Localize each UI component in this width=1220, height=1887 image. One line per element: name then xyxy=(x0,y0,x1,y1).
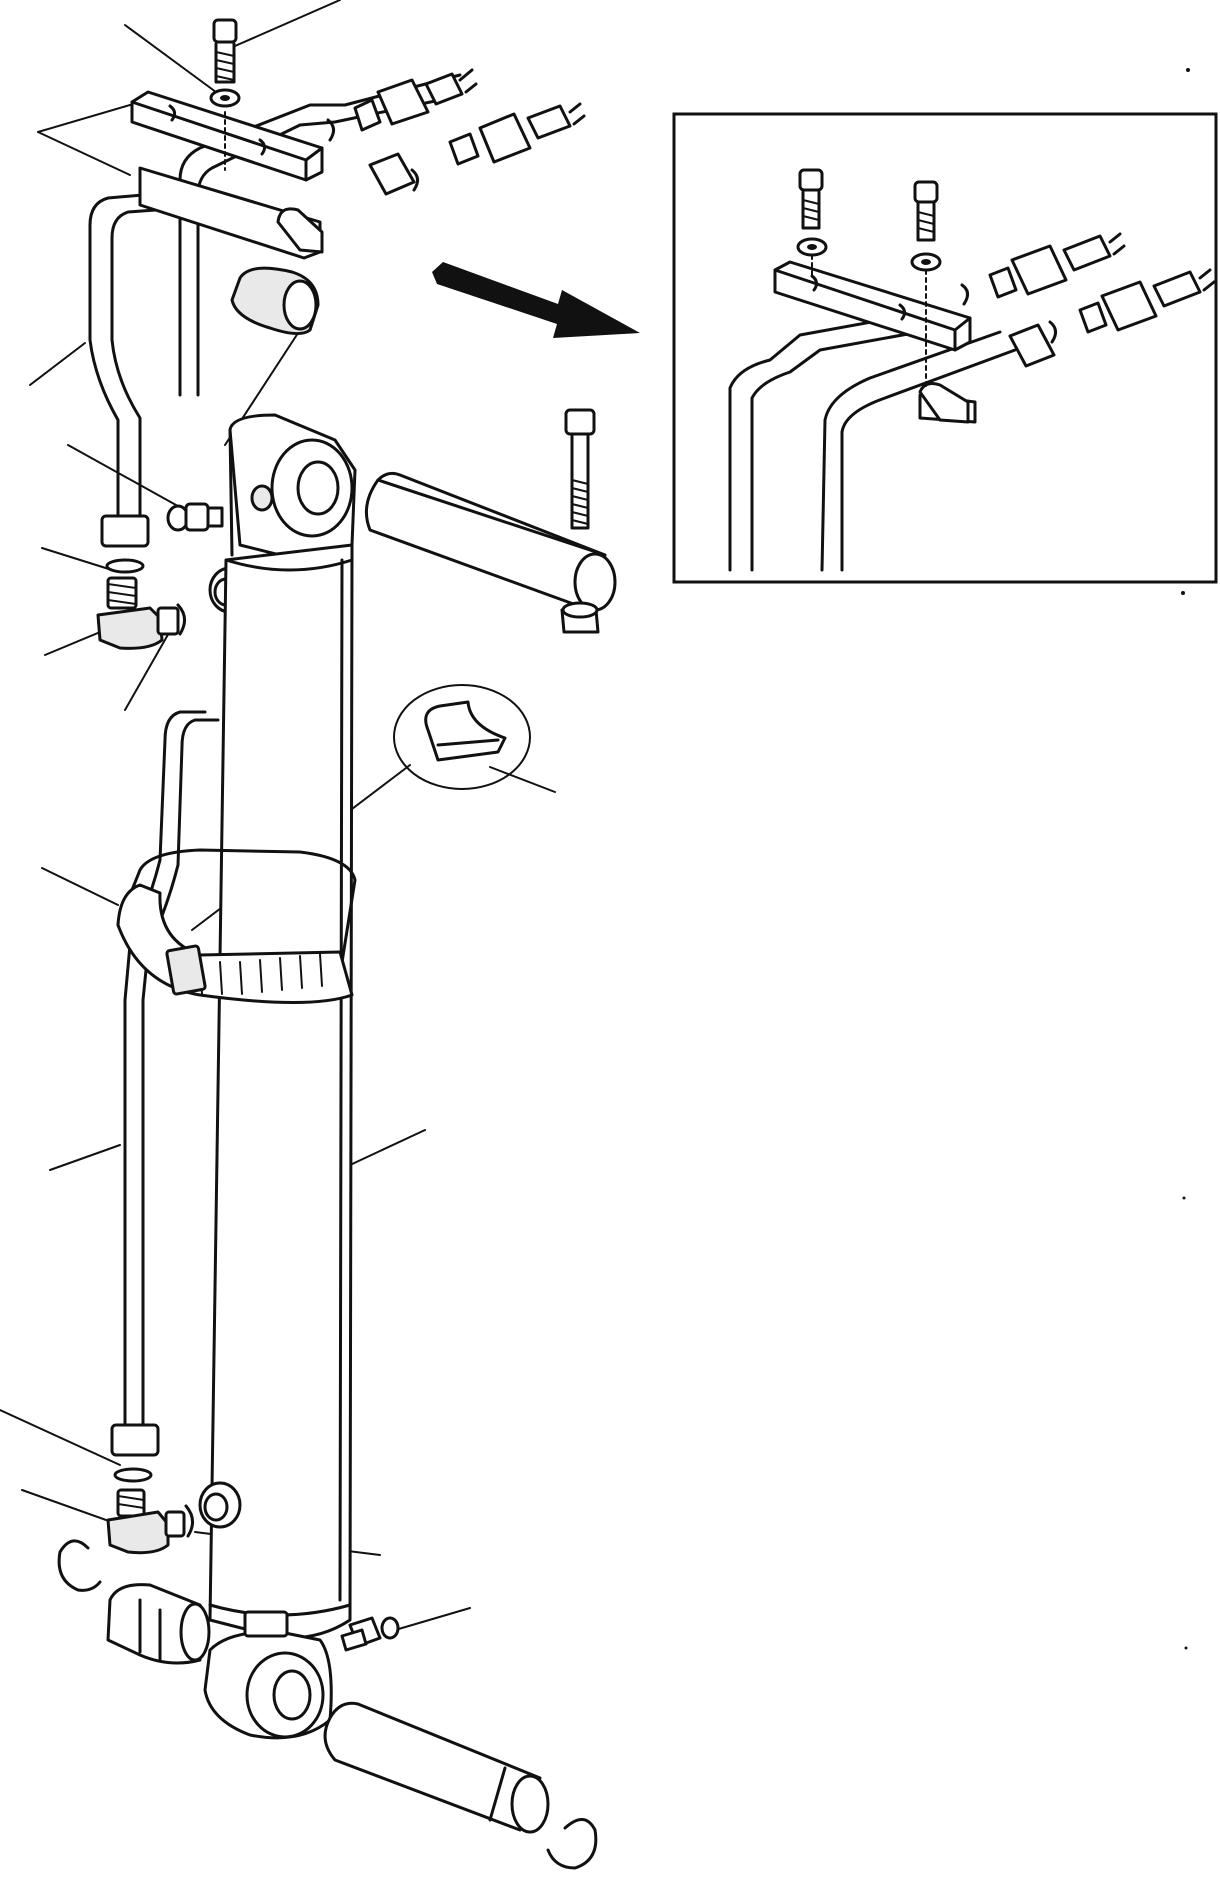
cylinder-base-eye xyxy=(203,1610,333,1740)
cylinder-rod-eye xyxy=(228,413,357,563)
lower-bushing xyxy=(106,1583,211,1665)
lower-pipe-fittings xyxy=(110,1423,160,1483)
leader-line xyxy=(41,867,119,906)
leader-line xyxy=(489,766,556,793)
print-dot xyxy=(1184,1646,1188,1650)
elbow-fitting-lower xyxy=(106,1488,194,1555)
clamp-detail-view xyxy=(393,684,531,790)
upper-hose-bracket xyxy=(130,90,324,182)
hydraulic-cylinder-barrel xyxy=(208,543,354,1640)
bracket-bolt xyxy=(212,18,238,171)
leader-line xyxy=(0,1409,121,1466)
pin-bolt xyxy=(564,408,596,530)
leader-line xyxy=(67,444,186,511)
upper-bushing xyxy=(230,266,320,335)
elbow-fitting-upper xyxy=(96,576,186,650)
lower-pin xyxy=(323,1701,550,1834)
leader-line xyxy=(349,1129,426,1166)
leader-line xyxy=(37,131,131,176)
upper-connectors xyxy=(326,68,586,196)
arrow-icon xyxy=(432,262,640,338)
hydraulic-pipe-left xyxy=(123,710,220,1427)
print-dot xyxy=(1186,68,1190,72)
inset-detail-view xyxy=(672,112,1218,584)
leader-line xyxy=(37,104,131,133)
upper-pin xyxy=(364,471,617,612)
leader-line xyxy=(29,342,86,386)
leader-line xyxy=(41,547,113,571)
print-dot xyxy=(1181,591,1185,595)
leader-line xyxy=(49,1144,121,1171)
bracket-washer-hole xyxy=(220,95,230,101)
leader-line xyxy=(44,629,106,656)
grease-nipple-upper xyxy=(166,502,224,532)
hose-clamp-strap xyxy=(116,848,357,1004)
upper-left-pipe-fittings xyxy=(100,514,150,574)
cylinder-port-lower xyxy=(198,1481,242,1529)
grease-nipple-lower xyxy=(340,1616,400,1652)
snap-ring-left xyxy=(57,1539,102,1592)
leader-line xyxy=(234,0,341,47)
lower-hose-bracket xyxy=(138,166,324,260)
snap-ring-right xyxy=(546,1818,598,1870)
print-dot xyxy=(1182,1196,1186,1200)
leader-line xyxy=(124,24,221,96)
pin-nut xyxy=(560,601,600,634)
leader-line xyxy=(21,1489,121,1526)
